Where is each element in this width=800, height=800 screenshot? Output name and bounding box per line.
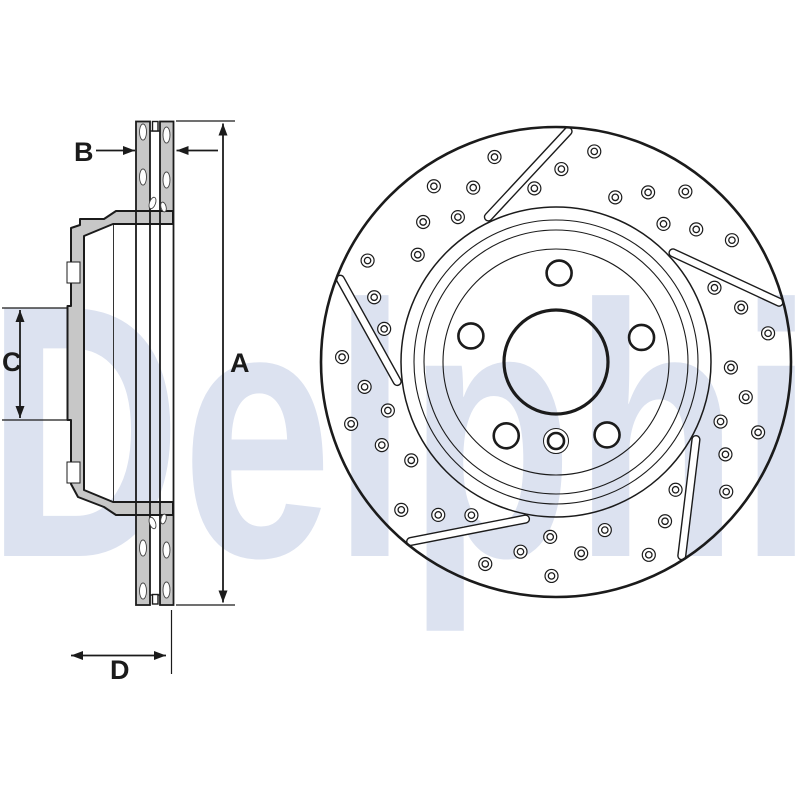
dim-label-A: A	[230, 348, 250, 378]
drill-dimple-inner	[728, 236, 736, 245]
drill-dimple-inner	[454, 213, 462, 221]
drill-dimple-inner	[716, 417, 725, 426]
slot-groove	[337, 276, 401, 385]
drill-dimple-inner	[419, 218, 427, 226]
dim-D: D	[71, 610, 173, 685]
dim-label-D: D	[110, 655, 130, 685]
locating-pin-hole	[546, 431, 566, 451]
slot-groove	[669, 249, 783, 306]
drill-dimple-inner	[490, 153, 499, 161]
drill-dimple-inner	[397, 505, 406, 514]
vent-gap-top	[150, 131, 160, 208]
drill-dimple-inner	[754, 428, 762, 437]
drill-dimple-inner	[741, 393, 750, 402]
vent-notches	[150, 120, 160, 605]
drill-dimple-inner	[590, 147, 599, 156]
dim-C: C	[2, 307, 68, 421]
drill-dimple-inner	[430, 182, 438, 191]
drill-dimple-inner	[469, 183, 478, 192]
drill-dimple-inner	[481, 560, 490, 568]
drill-dimple-inner	[338, 353, 346, 361]
drill-dimple-inner	[384, 406, 392, 415]
flange-bolt-hole-bottom	[66, 461, 81, 484]
wheel-bolt-hole	[593, 421, 621, 449]
friction-ring-section	[136, 122, 174, 604]
drill-dimple-inner	[546, 533, 555, 541]
vent-gap-bottom	[150, 517, 160, 595]
drill-dimple-inner	[681, 187, 690, 196]
wheel-bolt-hole	[492, 421, 521, 450]
drill-dimple-inner	[370, 293, 379, 302]
front-view-brake-disc	[319, 125, 793, 599]
hub-ring-circle	[413, 219, 699, 505]
slot-groove	[407, 515, 529, 545]
dim-A: A	[176, 120, 250, 606]
drill-dimple-inner	[661, 517, 669, 526]
wheel-bolt-hole	[627, 323, 656, 352]
drill-dimple-inner	[611, 193, 620, 202]
drill-dimple-inner	[547, 572, 556, 580]
dim-label-C: C	[2, 347, 22, 377]
drill-dimple-inner	[721, 450, 730, 459]
wheel-bolt-hole	[545, 259, 573, 287]
drill-dimple-inner	[467, 511, 476, 520]
hat-bell-section	[66, 210, 174, 516]
dim-B: B	[74, 137, 218, 167]
drill-dimple-inner	[644, 550, 653, 559]
right-plate-outline	[159, 120, 175, 606]
drill-dimple-inner	[600, 526, 609, 534]
drill-dimple-inner	[377, 441, 386, 449]
section-view-brake-disc	[66, 120, 175, 606]
wheel-bolt-hole	[457, 322, 485, 350]
slot-groove	[678, 436, 700, 559]
hub-ring-circle	[423, 229, 689, 495]
flange-bolt-hole-top	[66, 261, 81, 284]
hub-ring-circle	[442, 248, 670, 476]
drill-dimple-inner	[516, 547, 525, 556]
drill-dimple-inner	[727, 363, 735, 372]
drill-dimple-inner	[347, 420, 355, 428]
left-plate-outline	[135, 120, 151, 606]
drill-dimple-inner	[557, 165, 566, 173]
drill-dimple-inner	[692, 225, 701, 234]
slot-groove	[485, 128, 572, 221]
drill-dimple-inner	[671, 485, 680, 494]
drill-dimple-inner	[413, 250, 422, 259]
drill-dimple-inner	[659, 220, 668, 228]
hub-ring-circle	[400, 206, 712, 518]
disc-outer-rim	[319, 125, 793, 599]
center-bore	[502, 308, 610, 416]
dimension-annotations: B A C D	[2, 120, 250, 685]
drill-dimple-inner	[360, 383, 369, 391]
drill-dimple-inner	[577, 549, 586, 558]
drill-dimple-inner	[764, 329, 772, 338]
right-plate-bottom-fill	[160, 514, 174, 604]
drill-dimple-inner	[434, 511, 443, 519]
drill-dimple-inner	[380, 325, 389, 333]
right-plate-top-fill	[160, 122, 174, 211]
left-plate-top-fill	[136, 122, 150, 211]
left-plate-bottom-fill	[136, 514, 150, 604]
drill-dimple-inner	[363, 256, 372, 265]
drill-dimple-inner	[710, 283, 719, 292]
dim-label-B: B	[74, 137, 94, 167]
drill-dimple-inner	[407, 456, 416, 465]
delphi-watermark: Delphi	[0, 231, 800, 635]
vent-pillar-cutouts	[139, 123, 171, 600]
drill-dimple-inner	[530, 184, 539, 193]
drill-dimple-inner	[737, 303, 745, 312]
drill-dimple-inner	[644, 188, 652, 197]
drill-dimple-inner	[722, 487, 731, 496]
